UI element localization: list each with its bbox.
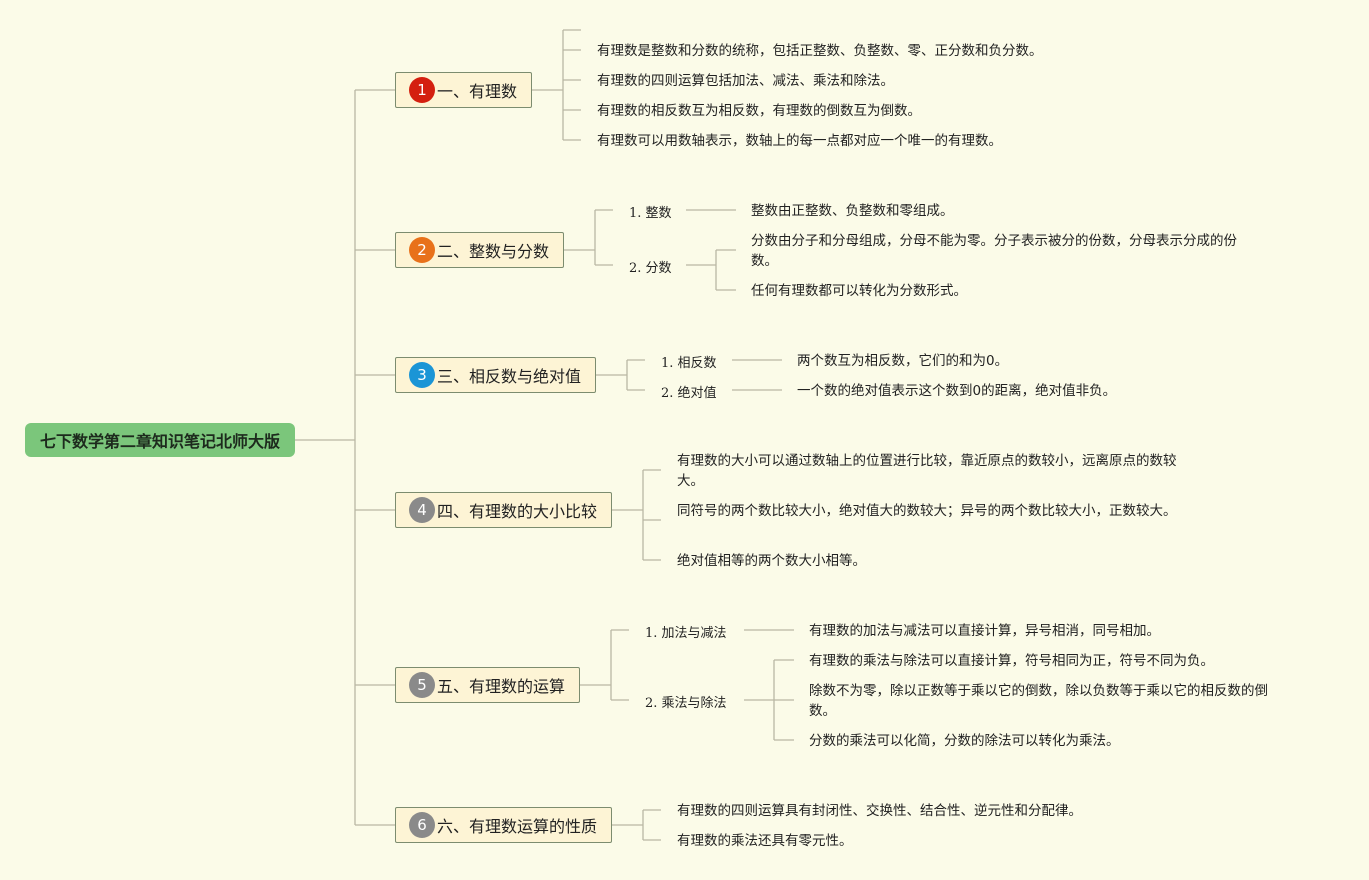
topic-title: 五、有理数的运算 xyxy=(437,677,566,696)
topic-title: 三、相反数与绝对值 xyxy=(437,367,582,386)
note-5-2-2[interactable]: 除数不为零，除以正数等于乘以它的倒数，除以负数等于乘以它的相反数的倒数。 xyxy=(809,683,1268,719)
note-3-1-1[interactable]: 两个数互为相反数，它们的和为0。 xyxy=(797,353,1009,369)
note-6-1[interactable]: 有理数的四则运算具有封闭性、交换性、结合性、逆元性和分配律。 xyxy=(677,803,1082,819)
note-6-2[interactable]: 有理数的乘法还具有零元性。 xyxy=(677,833,853,849)
topic-title: 六、有理数运算的性质 xyxy=(437,817,598,836)
number-badge: 1 xyxy=(409,77,435,103)
topic-title: 四、有理数的大小比较 xyxy=(437,502,598,521)
topic-title: 一、有理数 xyxy=(437,82,518,101)
note-5-2-1[interactable]: 有理数的乘法与除法可以直接计算，符号相同为正，符号不同为负。 xyxy=(809,653,1214,669)
number-badge: 4 xyxy=(409,497,435,523)
note-1-2[interactable]: 有理数的四则运算包括加法、减法、乘法和除法。 xyxy=(597,73,894,89)
topic-node-5[interactable]: 5 五、有理数的运算 xyxy=(395,667,580,703)
note-4-3[interactable]: 绝对值相等的两个数大小相等。 xyxy=(677,553,866,569)
note-2-1-1[interactable]: 整数由正整数、负整数和零组成。 xyxy=(751,203,954,219)
topic-node-4[interactable]: 4 四、有理数的大小比较 xyxy=(395,492,612,528)
note-4-2[interactable]: 同符号的两个数比较大小，绝对值大的数较大；异号的两个数比较大小，正数较大。 xyxy=(677,503,1177,519)
note-5-2-3[interactable]: 分数的乘法可以化简，分数的除法可以转化为乘法。 xyxy=(809,733,1120,749)
topic-node-6[interactable]: 6 六、有理数运算的性质 xyxy=(395,807,612,843)
number-badge: 3 xyxy=(409,362,435,388)
subtopic-2-2[interactable]: 2. 分数 xyxy=(629,261,672,276)
note-2-2-2[interactable]: 任何有理数都可以转化为分数形式。 xyxy=(751,283,967,299)
note-1-3[interactable]: 有理数的相反数互为相反数，有理数的倒数互为倒数。 xyxy=(597,103,921,119)
subtopic-5-1[interactable]: 1. 加法与减法 xyxy=(645,626,727,641)
topic-node-1[interactable]: 1 一、有理数 xyxy=(395,72,532,108)
note-3-2-1[interactable]: 一个数的绝对值表示这个数到0的距离，绝对值非负。 xyxy=(797,383,1117,399)
note-5-1-1[interactable]: 有理数的加法与减法可以直接计算，异号相消，同号相加。 xyxy=(809,623,1160,639)
root-node[interactable]: 七下数学第二章知识笔记北师大版 xyxy=(25,423,295,457)
topic-node-2[interactable]: 2 二、整数与分数 xyxy=(395,232,564,268)
number-badge: 2 xyxy=(409,237,435,263)
note-1-1[interactable]: 有理数是整数和分数的统称，包括正整数、负整数、零、正分数和负分数。 xyxy=(597,43,1043,59)
note-1-4[interactable]: 有理数可以用数轴表示，数轴上的每一点都对应一个唯一的有理数。 xyxy=(597,133,1002,149)
number-badge: 6 xyxy=(409,812,435,838)
subtopic-2-1[interactable]: 1. 整数 xyxy=(629,206,672,221)
note-4-1[interactable]: 有理数的大小可以通过数轴上的位置进行比较，靠近原点的数较小，远离原点的数较大。 xyxy=(677,453,1177,489)
topic-title: 二、整数与分数 xyxy=(437,242,550,261)
note-2-2-1[interactable]: 分数由分子和分母组成，分母不能为零。分子表示被分的份数，分母表示分成的份数。 xyxy=(751,233,1237,269)
subtopic-3-2[interactable]: 2. 绝对值 xyxy=(661,386,717,401)
number-badge: 5 xyxy=(409,672,435,698)
subtopic-5-2[interactable]: 2. 乘法与除法 xyxy=(645,696,727,711)
subtopic-3-1[interactable]: 1. 相反数 xyxy=(661,356,717,371)
topic-node-3[interactable]: 3 三、相反数与绝对值 xyxy=(395,357,596,393)
